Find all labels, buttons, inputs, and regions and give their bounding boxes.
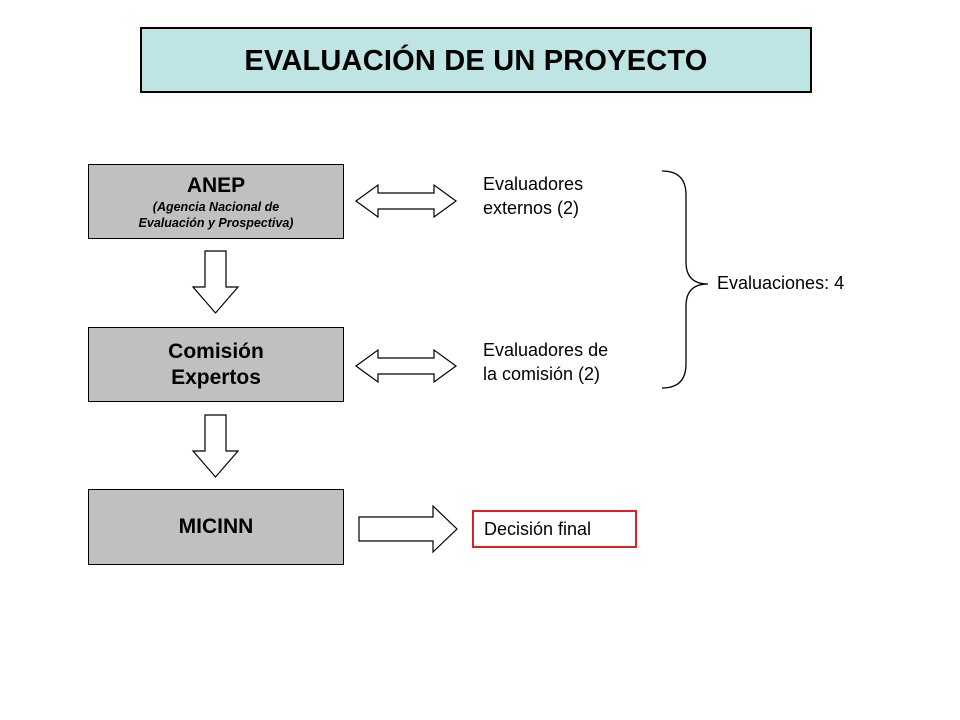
anep-subtitle-line1: (Agencia Nacional de [152,199,280,214]
label-evaluadores-externos: Evaluadores externos (2) [483,172,583,220]
label-externos-line2: externos (2) [483,198,580,218]
title-box: EVALUACIÓN DE UN PROYECTO [140,27,812,93]
arrow-down-anep-to-comision [191,250,240,314]
anep-subtitle-line2: Evaluación y Prospectiva) [138,215,294,230]
node-comision-expertos: Comisión Expertos [88,327,344,402]
page-title: EVALUACIÓN DE UN PROYECTO [244,44,708,77]
curly-brace [661,170,709,389]
decision-final-box: Decisión final [472,510,637,548]
decision-final-label: Decisión final [484,518,592,539]
label-externos-line1: Evaluadores [483,174,584,194]
comision-line1: Comisión [168,339,264,363]
double-arrow-comision-evaluadores [354,348,458,384]
label-comision-line1: Evaluadores de [483,340,609,360]
micinn-title: MICINN [178,515,254,538]
node-micinn: MICINN [88,489,344,565]
double-arrow-anep-externos [354,183,458,219]
label-comision-line2: la comisión (2) [483,364,601,384]
node-anep: ANEP (Agencia Nacional de Evaluación y P… [88,164,344,239]
arrow-right-micinn-decision [358,504,458,554]
label-evaluaciones-total: Evaluaciones: 4 [717,273,845,293]
arrow-down-comision-to-micinn [191,414,240,478]
label-evaluadores-comision: Evaluadores de la comisión (2) [483,338,608,386]
comision-line2: Expertos [171,365,261,389]
anep-title: ANEP [186,173,246,197]
